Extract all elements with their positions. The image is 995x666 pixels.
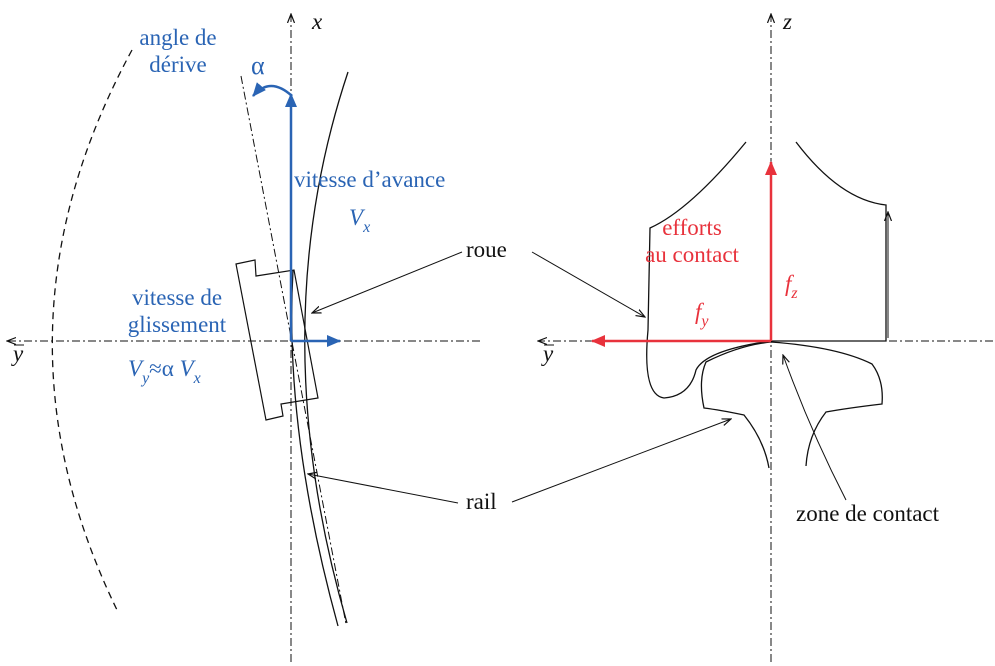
zone-contact-label: zone de contact [796,501,940,526]
efforts-contact-label: efforts au contact [645,215,739,267]
vx-symbol: Vx [349,205,371,236]
rail-curve-outer [304,71,349,624]
fy-symbol: fy [695,299,709,330]
vy-formula: Vy≈α Vx [128,356,201,387]
vitesse-glissement-label: vitesse de glissement [127,285,227,337]
alpha-label: α [251,51,265,80]
wheel-profile-left [646,141,772,399]
roue-leader-left [312,251,463,313]
angle-de-derive-label: angle de dérive [139,25,217,77]
wheel-footprint [235,259,319,421]
rail-label: rail [466,489,497,514]
right-z-axis-label: z [783,9,792,34]
rail-leader-left [308,474,459,504]
vitesse-avance-label: vitesse d’avance [294,167,446,192]
contact-leader [783,355,847,501]
rail-curve-inner [291,269,339,627]
left-y-axis-label: y [13,341,24,366]
roue-leader-right [531,251,645,317]
roue-label: roue [466,237,507,262]
rail-profile [700,341,883,469]
wheel-axis-line [240,75,347,625]
right-y-axis-label: y [543,341,554,366]
trajectory-arc [51,49,133,613]
left-x-axis-label: x [312,9,323,34]
alpha-arc-arrow [252,82,293,97]
fz-symbol: fz [785,271,798,302]
wheel-profile-right [771,141,887,342]
rail-leader-right [511,419,731,503]
